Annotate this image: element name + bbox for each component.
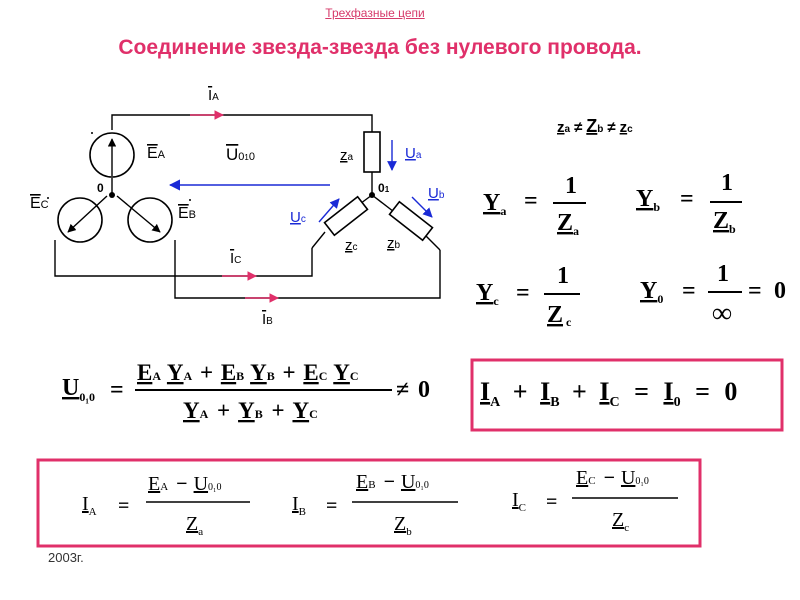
svg-text:IA + IB +: IA + IB + IC = I0 = 0 xyxy=(480,377,737,412)
svg-text:=: = xyxy=(118,495,129,517)
svg-text:1: 1 xyxy=(565,173,577,199)
label-node-0: 0 xyxy=(97,181,104,195)
svg-text:=: = xyxy=(748,278,762,304)
svg-text:Ya: Ya xyxy=(483,190,506,218)
node-0-dot xyxy=(109,192,115,198)
impedance-zc xyxy=(323,195,369,237)
source-dots xyxy=(47,132,191,201)
label-ic: IC xyxy=(230,250,241,267)
formula-u010: U0₁0 = EA YA + EB YB + EC YC YA + YB + Y… xyxy=(62,360,430,423)
kirchhoff-box xyxy=(470,358,784,432)
svg-text:Zb: Zb xyxy=(394,513,412,538)
svg-text:za≠Zb≠zc: za≠Zb≠zc xyxy=(557,116,633,136)
label-ua: Ua xyxy=(405,145,422,162)
formula-currents: IA = EA−U0₁0 Za IB = EB−U0₁0 Zb IC = EC−… xyxy=(82,467,678,538)
svg-text:EB−U0₁0: EB−U0₁0 xyxy=(356,471,429,493)
svg-text:Y0: Y0 xyxy=(640,278,663,306)
label-ia: IA xyxy=(208,87,219,104)
svg-text:IC: IC xyxy=(512,489,526,514)
breadcrumb-link[interactable]: Трехфазные цепи xyxy=(325,6,425,20)
svg-text:Zc: Zc xyxy=(547,302,572,329)
svg-text:EA−U0₁0: EA−U0₁0 xyxy=(148,473,222,495)
svg-text:IA: IA xyxy=(82,493,97,518)
svg-text:≠: ≠ xyxy=(396,377,409,403)
impedance-za xyxy=(363,131,381,173)
formula-yb: Yb = 1 Zb xyxy=(636,170,742,236)
svg-text:=: = xyxy=(546,491,557,513)
label-u010: U010 xyxy=(226,145,255,164)
page-title: Соединение звезда-звезда без нулевого пр… xyxy=(118,36,642,59)
svg-text:=: = xyxy=(110,377,124,403)
svg-text:Za: Za xyxy=(186,513,203,538)
voltage-arrow-uc xyxy=(318,198,340,223)
formula-current-b: IB = EB−U0₁0 Zb xyxy=(292,471,458,538)
svg-text:Yc: Yc xyxy=(476,280,499,308)
source-ec xyxy=(57,195,108,243)
formula-current-a: IA = EA−U0₁0 Za xyxy=(82,473,250,538)
svg-text:Za: Za xyxy=(557,210,579,238)
label-node-01: 01 xyxy=(378,181,390,195)
svg-text:=: = xyxy=(326,495,337,517)
svg-text:0: 0 xyxy=(418,377,430,403)
svg-text:Yb: Yb xyxy=(636,186,660,214)
label-za: za xyxy=(340,147,354,164)
svg-text:=: = xyxy=(680,186,694,212)
svg-text:YA + YB +: YA + YB + YC xyxy=(183,398,318,423)
voltage-arrow-ub xyxy=(411,196,433,218)
label-uc: Uc xyxy=(290,209,306,226)
impedance-zb xyxy=(388,200,434,242)
svg-text:0: 0 xyxy=(774,278,786,304)
footer-year: 2003г. xyxy=(48,550,84,565)
svg-text:=: = xyxy=(516,280,530,306)
svg-text:Zb: Zb xyxy=(713,208,736,236)
formula-current-c: IC = EC−U0₁0 Zc xyxy=(512,467,678,534)
formula-inequality: za≠Zb≠zc xyxy=(557,116,633,136)
label-ec: EC xyxy=(30,195,49,212)
svg-text:IB: IB xyxy=(292,493,306,518)
source-ea xyxy=(89,132,135,178)
label-eb: EB xyxy=(178,205,196,222)
formula-kirchhoff: IA + IB + IC = I0 = 0 xyxy=(480,377,737,412)
label-zc: zc xyxy=(345,237,358,254)
label-zb: zb xyxy=(387,235,401,252)
formula-y0: Y0 = 1 ∞ = 0 xyxy=(640,261,786,329)
currents-box xyxy=(36,458,702,548)
svg-text:=: = xyxy=(524,188,538,214)
label-ib: IB xyxy=(262,311,273,328)
svg-text:U0₁0: U0₁0 xyxy=(62,375,95,404)
svg-text:EC−U0₁0: EC−U0₁0 xyxy=(576,467,649,489)
label-ub: Ub xyxy=(428,185,445,202)
label-ea: EA xyxy=(147,145,166,162)
svg-text:1: 1 xyxy=(557,263,569,289)
svg-text:EA YA + EB: EA YA + EB YB + EC YC xyxy=(137,360,359,385)
svg-text:=: = xyxy=(682,278,696,304)
svg-text:∞: ∞ xyxy=(712,298,732,329)
svg-text:1: 1 xyxy=(717,261,729,287)
formula-ya: Ya = 1 Za xyxy=(483,173,586,238)
node-01-dot xyxy=(369,192,375,198)
source-eb xyxy=(116,195,173,243)
svg-text:Zc: Zc xyxy=(612,509,629,534)
svg-text:1: 1 xyxy=(721,170,733,196)
